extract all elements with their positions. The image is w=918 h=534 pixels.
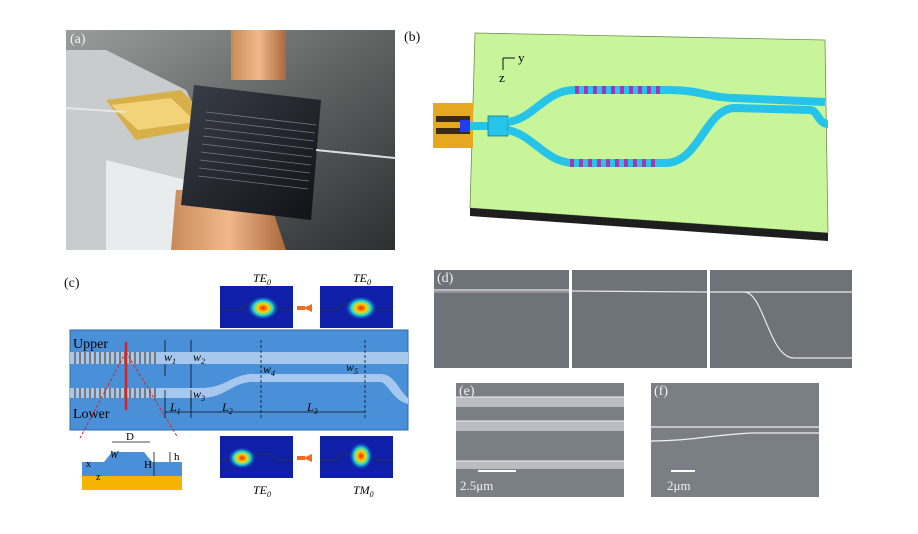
axis-y-label: y bbox=[518, 50, 525, 65]
panel-a: (a) bbox=[65, 30, 396, 250]
chip-3d-rendering: y z bbox=[433, 32, 829, 241]
svg-text:w2: w2 bbox=[193, 350, 205, 366]
svg-text:TM0: TM0 bbox=[353, 483, 374, 499]
mode-bottom-left: TE bbox=[253, 483, 268, 497]
svg-text:TE0: TE0 bbox=[253, 271, 271, 287]
cross-W: W bbox=[110, 450, 120, 461]
panel-b-label: (b) bbox=[404, 30, 421, 45]
axis-z-label: z bbox=[499, 70, 505, 85]
panel-f: (f) 2μm bbox=[650, 383, 819, 497]
cross-D: D bbox=[126, 431, 134, 443]
upper-grating bbox=[575, 86, 660, 94]
sem-f bbox=[650, 383, 819, 497]
svg-text:TE0: TE0 bbox=[253, 483, 271, 499]
sem-strip bbox=[434, 270, 852, 368]
L1-label: L bbox=[169, 400, 177, 414]
w3-label: w bbox=[193, 387, 201, 401]
L2-label: L bbox=[221, 400, 229, 414]
panel-e: (e) 2.5μm bbox=[456, 383, 624, 497]
mode-bottom-right: TM bbox=[353, 483, 371, 497]
panel-c-label: (c) bbox=[64, 276, 80, 291]
svg-text:w5: w5 bbox=[346, 360, 358, 376]
w5-label: w bbox=[346, 360, 354, 374]
cross-z: z bbox=[96, 472, 101, 483]
panel-d: (d) bbox=[434, 270, 852, 368]
lower-grating bbox=[570, 159, 655, 167]
w4-label: w bbox=[263, 362, 271, 376]
svg-text:L2: L2 bbox=[221, 400, 233, 416]
photo-chip-mount bbox=[65, 30, 396, 250]
coupler-schematic: TE0 TE0 Upper Lower bbox=[69, 271, 409, 499]
cross-h: h bbox=[174, 451, 180, 463]
w2-label: w bbox=[193, 350, 201, 364]
panel-b: y z (b) bbox=[400, 28, 880, 250]
L3-label: L bbox=[306, 400, 314, 414]
svg-text:w3: w3 bbox=[193, 387, 205, 403]
cross-section: D W H h x z bbox=[82, 431, 182, 490]
panel-d-label: (d) bbox=[437, 271, 454, 286]
panel-e-label: (e) bbox=[459, 384, 475, 399]
svg-text:TE0: TE0 bbox=[353, 271, 371, 287]
svg-text:L3: L3 bbox=[306, 400, 318, 416]
lower-label: Lower bbox=[73, 407, 110, 422]
svg-text:w1: w1 bbox=[164, 350, 176, 366]
scale-label-f: 2μm bbox=[667, 478, 691, 493]
cross-H: H bbox=[144, 459, 152, 471]
w1-label: w bbox=[164, 350, 172, 364]
mode-top-right: TE bbox=[353, 271, 368, 285]
sem-e bbox=[456, 383, 624, 497]
panel-c: (c) TE0 TE0 Upper Lower bbox=[60, 270, 420, 510]
mode-top-left: TE bbox=[253, 271, 268, 285]
panel-f-label: (f) bbox=[654, 384, 668, 399]
svg-text:L1: L1 bbox=[169, 400, 181, 416]
cross-x: x bbox=[86, 459, 91, 470]
svg-text:w4: w4 bbox=[263, 362, 275, 378]
upper-label: Upper bbox=[73, 337, 108, 352]
panel-a-label: (a) bbox=[70, 32, 86, 47]
scale-label-e: 2.5μm bbox=[460, 478, 494, 493]
